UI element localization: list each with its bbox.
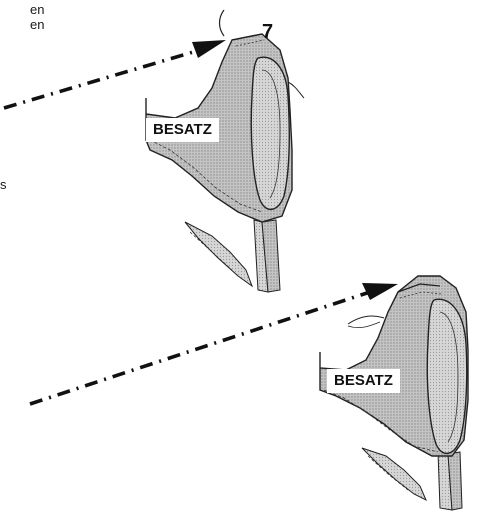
besatz-label: BESATZ [327, 369, 400, 393]
top-arrow [4, 40, 226, 108]
cropped-text-fragment: en [30, 2, 44, 18]
step-number: 7 [262, 21, 273, 43]
cropped-text-fragment: s [0, 177, 7, 193]
bottom-garment-piece [320, 276, 468, 510]
top-garment-piece [146, 10, 304, 292]
cropped-text-fragment: en [30, 17, 44, 33]
besatz-label: BESATZ [146, 118, 219, 142]
